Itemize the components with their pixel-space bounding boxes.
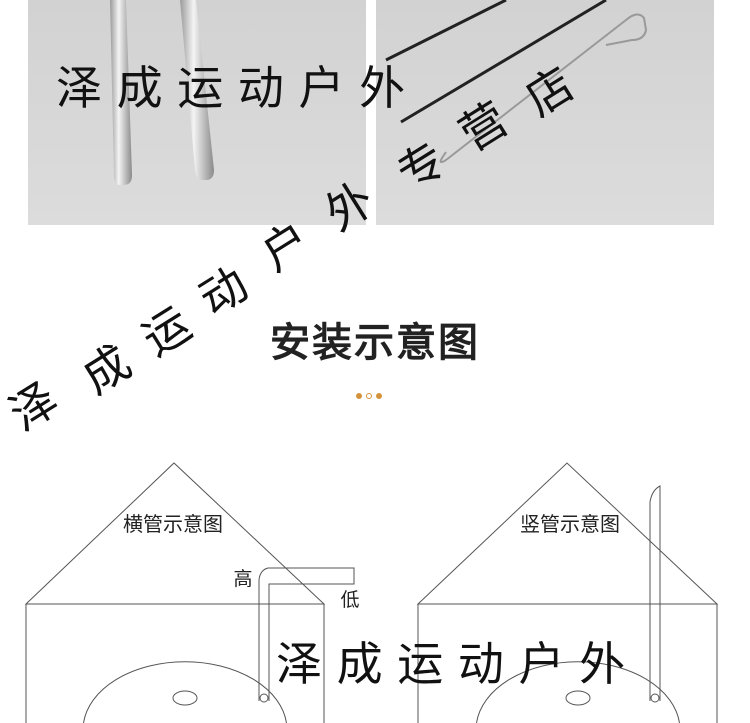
- dot: [366, 393, 372, 399]
- watermark-char: 动: [190, 256, 258, 326]
- dot: [376, 393, 382, 399]
- watermark-bottom: 泽 成 运 动 户 外: [276, 637, 626, 691]
- watermark-char: 店: [516, 56, 584, 126]
- low-label: 低: [340, 589, 359, 611]
- left-disc: [83, 661, 287, 723]
- right-hole: [565, 690, 591, 706]
- horizontal-pipe: [258, 567, 355, 701]
- tubes-illustration: [110, 0, 214, 185]
- product-photo-hooks: [376, 0, 714, 225]
- right-roof: [416, 462, 719, 605]
- watermark-char: 专: [388, 131, 456, 201]
- watermark-char: 泽: [0, 371, 67, 441]
- vertical-pipe: [649, 485, 661, 701]
- left-diagram-label: 横管示意图: [123, 512, 223, 536]
- left-roof: [24, 462, 326, 605]
- dot: [356, 393, 362, 399]
- hooks-illustration: [385, 0, 648, 164]
- high-label: 高: [233, 568, 252, 590]
- watermark-char: 外: [316, 171, 384, 241]
- section-title: 安装示意图: [270, 320, 480, 366]
- right-diagram-label: 竖管示意图: [520, 512, 620, 536]
- left-hole: [172, 690, 198, 706]
- watermark-top: 泽 成 运 动 户 外: [56, 61, 406, 115]
- right-disc: [476, 661, 680, 723]
- pipe-end: [650, 693, 660, 703]
- title-dots: [356, 393, 382, 399]
- watermark-char: 成: [73, 334, 141, 404]
- product-photo-tubes: [28, 0, 366, 225]
- watermark-char: 运: [133, 296, 201, 366]
- watermark-char: 户: [252, 211, 320, 281]
- pipe-end: [259, 693, 269, 703]
- watermark-char: 营: [450, 91, 518, 161]
